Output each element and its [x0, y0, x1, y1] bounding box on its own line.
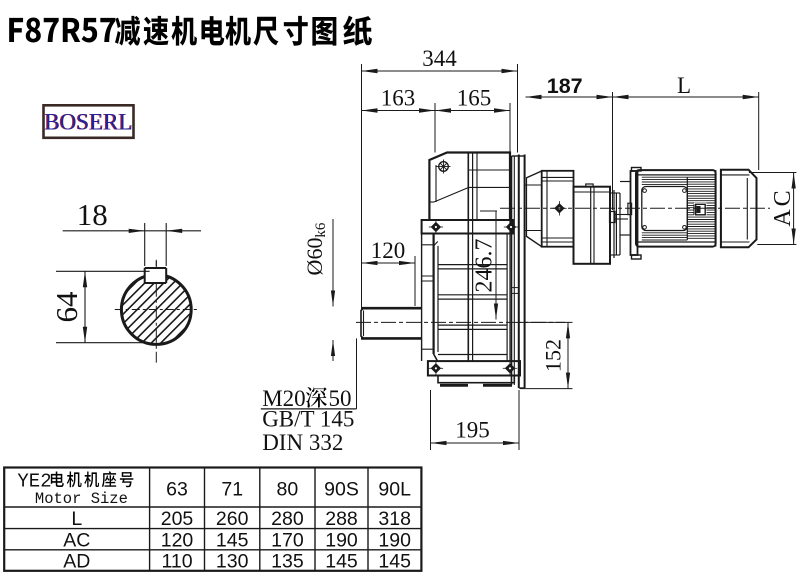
svg-text:145: 145	[378, 551, 411, 572]
svg-text:120: 120	[371, 238, 406, 263]
svg-text:90L: 90L	[378, 479, 411, 501]
svg-text:145: 145	[325, 551, 358, 572]
svg-text:AC: AC	[63, 529, 90, 551]
svg-text:DIN 332: DIN 332	[262, 430, 343, 455]
svg-text:205: 205	[161, 508, 194, 530]
svg-text:163: 163	[381, 86, 416, 111]
svg-text:BOSERL: BOSERL	[44, 110, 132, 135]
svg-text:BOSERL: BOSERL	[45, 110, 133, 135]
svg-text:71: 71	[221, 479, 243, 501]
svg-text:L: L	[71, 508, 82, 530]
svg-text:187: 187	[547, 74, 583, 98]
svg-text:165: 165	[457, 86, 492, 111]
svg-text:246.7: 246.7	[472, 239, 498, 293]
svg-text:Motor Size: Motor Size	[35, 490, 128, 508]
svg-text:344: 344	[422, 46, 457, 71]
svg-text:18: 18	[77, 197, 108, 232]
svg-text:288: 288	[325, 508, 358, 530]
svg-text:280: 280	[271, 508, 304, 530]
svg-text:170: 170	[271, 529, 304, 551]
svg-text:135: 135	[271, 551, 304, 572]
svg-text:L: L	[677, 73, 691, 98]
svg-text:AD: AD	[63, 551, 90, 572]
svg-text:80: 80	[277, 479, 299, 501]
svg-text:318: 318	[378, 508, 411, 530]
svg-text:190: 190	[378, 529, 411, 551]
svg-text:145: 145	[216, 529, 249, 551]
svg-text:152: 152	[541, 339, 566, 372]
svg-text:120: 120	[161, 529, 194, 551]
svg-text:90S: 90S	[324, 479, 359, 501]
svg-text:64: 64	[49, 291, 84, 323]
svg-text:50: 50	[329, 386, 352, 411]
svg-text:YE2: YE2	[17, 470, 51, 492]
svg-text:260: 260	[216, 508, 249, 530]
svg-text:195: 195	[455, 418, 490, 443]
svg-text:M20: M20	[262, 386, 305, 411]
svg-text:63: 63	[166, 479, 188, 501]
svg-text:GB/T 145: GB/T 145	[262, 406, 354, 431]
svg-text:AC: AC	[770, 187, 796, 226]
svg-text:190: 190	[325, 529, 358, 551]
svg-text:110: 110	[161, 551, 192, 572]
svg-text:130: 130	[216, 551, 249, 572]
